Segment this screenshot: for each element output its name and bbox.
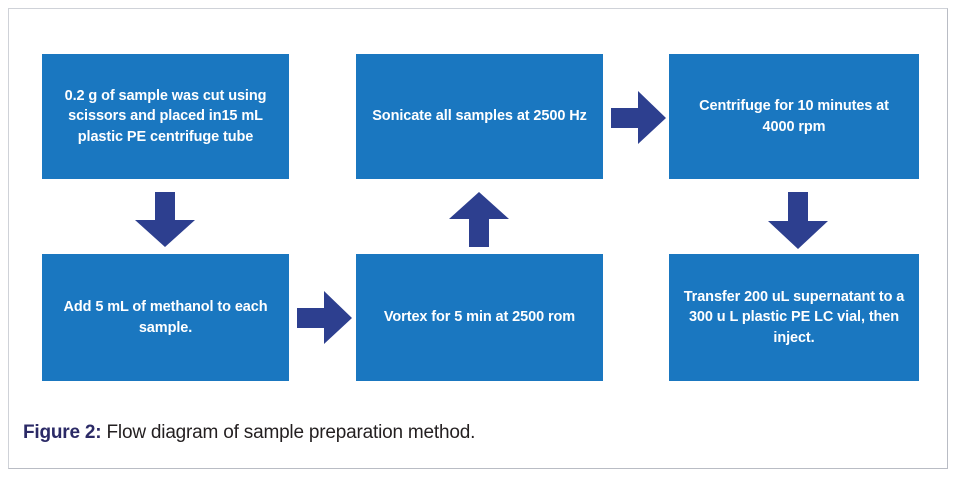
flow-box-step-1: 0.2 g of sample was cut using scissors a… — [42, 54, 289, 179]
figure-frame: 0.2 g of sample was cut using scissors a… — [8, 8, 948, 469]
arrow-up-step3-to-step4 — [447, 192, 511, 248]
arrow-down-step1-to-step2 — [133, 192, 197, 248]
flow-box-step-2: Add 5 mL of methanol to each sample. — [42, 254, 289, 381]
flow-box-step-5: Centrifuge for 10 minutes at 4000 rpm — [669, 54, 919, 179]
arrow-down-step5-to-step6 — [766, 192, 830, 250]
arrow-right-step2-to-step3 — [297, 290, 353, 346]
flow-diagram: 0.2 g of sample was cut using scissors a… — [9, 9, 947, 409]
flow-box-step-6: Transfer 200 uL supernatant to a 300 u L… — [669, 254, 919, 381]
flow-box-step-4: Sonicate all samples at 2500 Hz — [356, 54, 603, 179]
figure-caption-description: Flow diagram of sample preparation metho… — [106, 422, 476, 443]
arrow-right-step4-to-step5 — [611, 90, 667, 146]
figure-caption: Figure 2: Flow diagram of sample prepara… — [23, 421, 933, 445]
flow-box-step-3: Vortex for 5 min at 2500 rom — [356, 254, 603, 381]
figure-caption-label: Figure 2: — [23, 422, 102, 443]
